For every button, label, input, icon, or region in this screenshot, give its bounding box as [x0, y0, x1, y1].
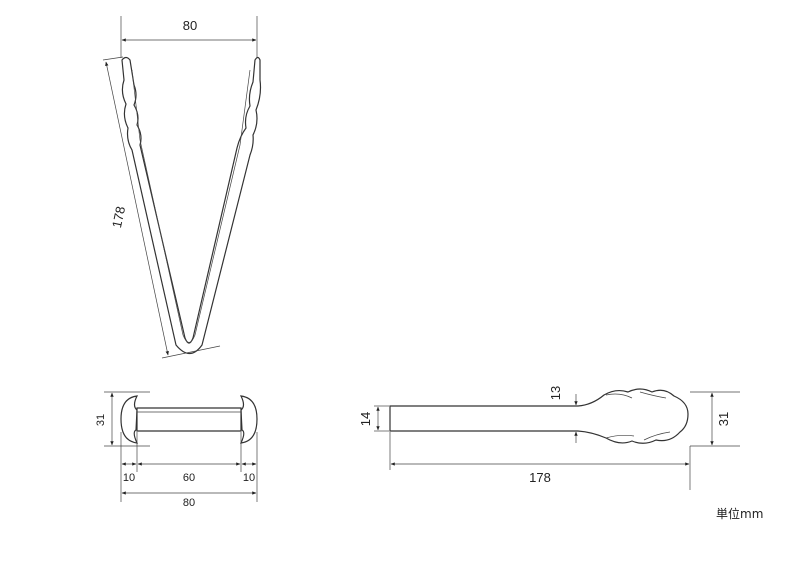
length-dimension-line: [105, 61, 169, 356]
side-neck-label: 13: [548, 386, 563, 400]
end-view: 31 10 60 10 80: [95, 391, 258, 509]
end-total-label: 80: [183, 497, 195, 509]
unit-label: 単位mm: [716, 506, 763, 521]
end-bar: [136, 407, 242, 432]
side-handle-label: 14: [358, 412, 373, 426]
side-head-label: 31: [716, 412, 731, 426]
front-view: 80 178: [102, 16, 262, 359]
length-extension-top: [102, 56, 124, 61]
end-middle-label: 60: [183, 472, 195, 484]
side-head-detail: [605, 391, 671, 441]
tong-inner-line: [131, 69, 251, 343]
side-view: 14 13 31 178: [358, 386, 740, 490]
end-right-cap-label: 10: [243, 472, 255, 484]
length-extension-bottom: [161, 345, 221, 359]
front-length-label: 178: [109, 205, 128, 229]
end-left-cap: [120, 395, 139, 444]
end-right-cap: [239, 395, 258, 444]
tong-outline: [121, 56, 262, 355]
front-width-label: 80: [183, 18, 197, 33]
side-length-label: 178: [529, 470, 551, 485]
end-left-cap-label: 10: [123, 472, 135, 484]
side-profile: [389, 388, 689, 444]
end-height-label: 31: [95, 414, 107, 426]
